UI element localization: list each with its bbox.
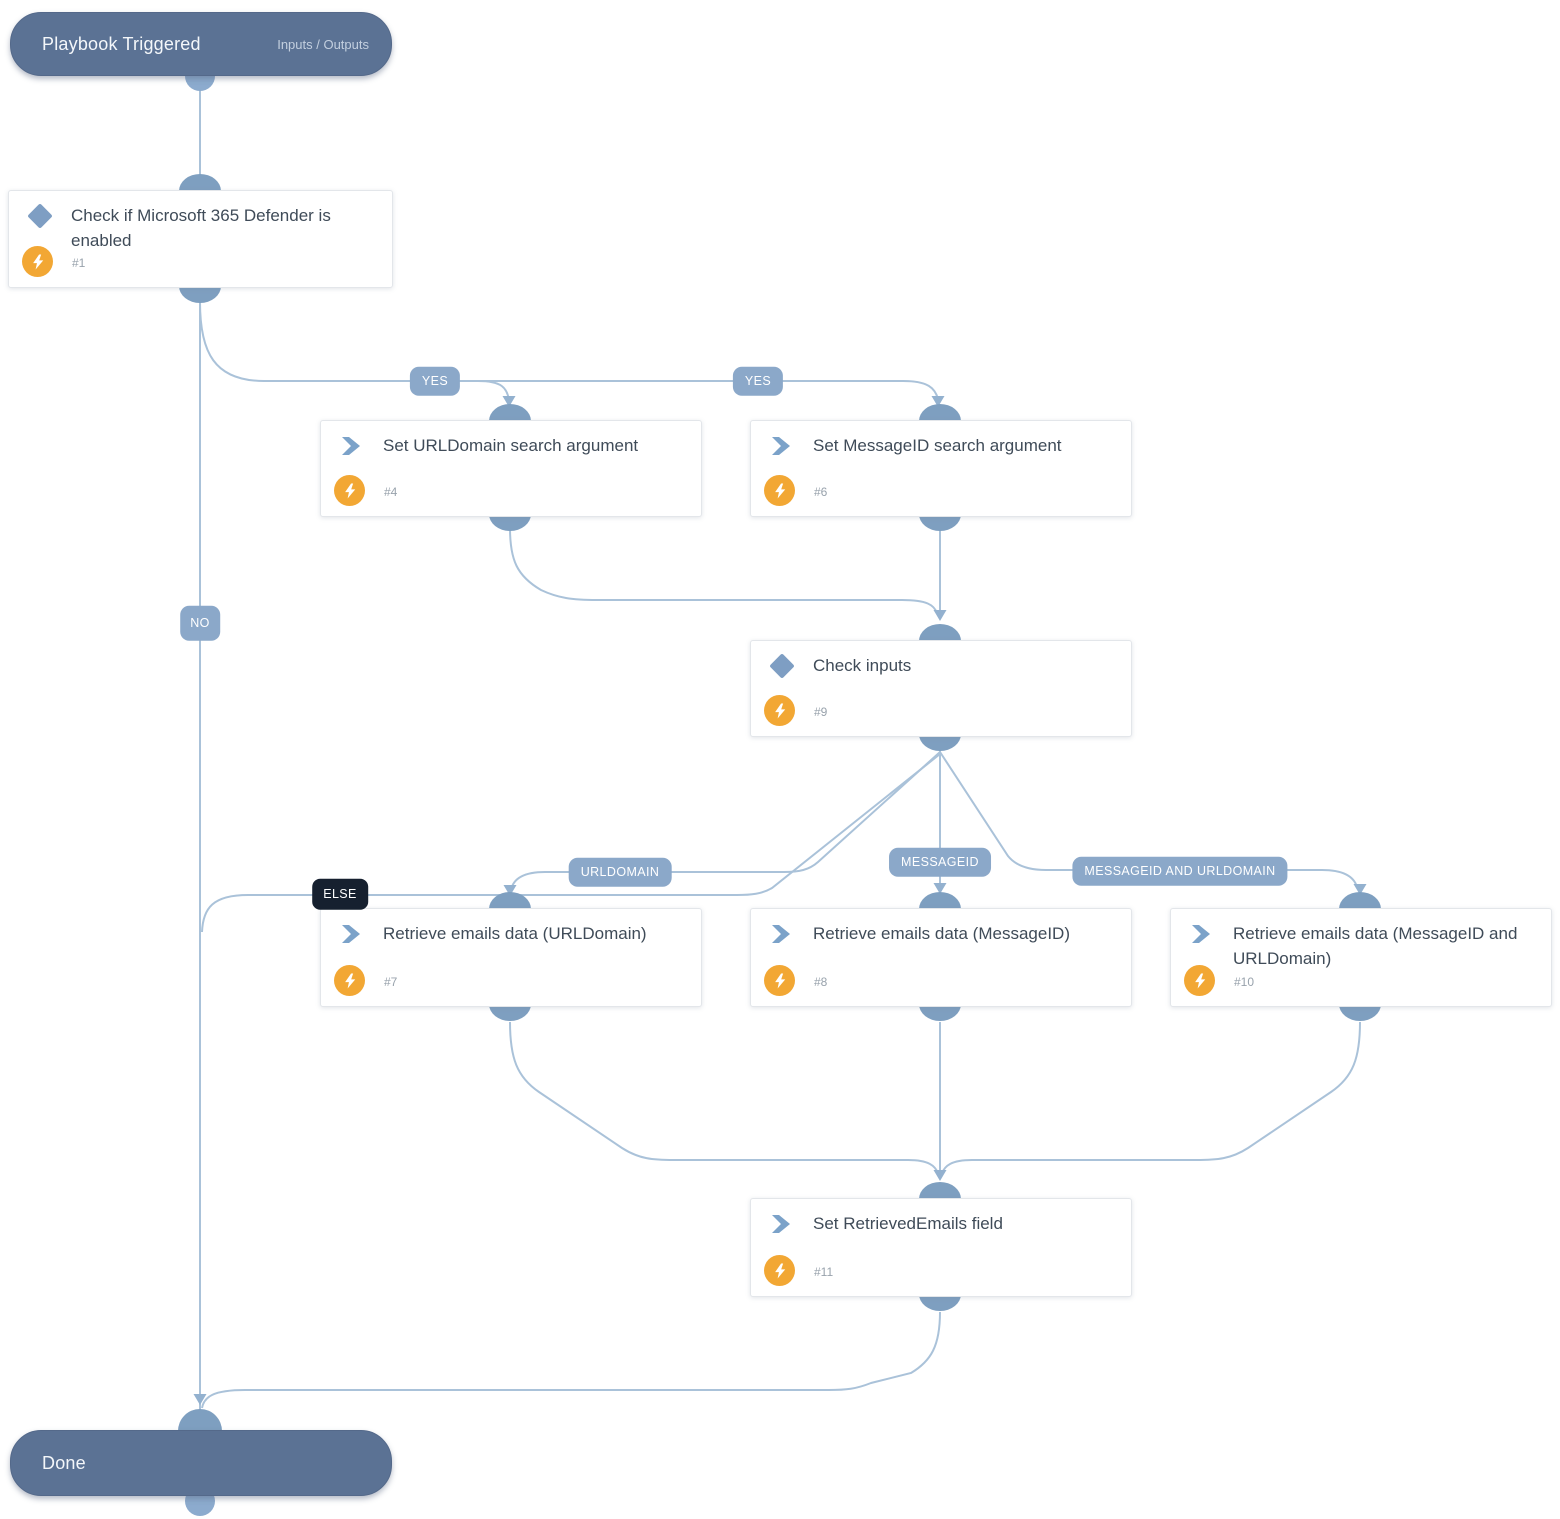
condition-icon [27, 203, 53, 229]
task-id: #4 [384, 485, 398, 499]
task-check-defender[interactable]: Check if Microsoft 365 Defender is enabl… [8, 190, 393, 288]
task-chevron-icon [339, 922, 363, 946]
task-chevron-icon [769, 922, 793, 946]
lightning-icon [1184, 965, 1215, 996]
task-id: #11 [814, 1265, 834, 1279]
task-set-retrievedemails-field[interactable]: Set RetrievedEmails field #11 [750, 1198, 1132, 1297]
lightning-icon [334, 965, 365, 996]
task-chevron-icon [339, 434, 363, 458]
task-id: #7 [384, 975, 398, 989]
task-title: Retrieve emails data (URLDomain) [383, 924, 647, 943]
task-title: Check if Microsoft 365 Defender is enabl… [71, 206, 331, 250]
arrowhead-icons [193, 396, 1367, 1405]
task-title: Retrieve emails data (MessageID and URLD… [1233, 924, 1518, 968]
done-node: Done [10, 1430, 392, 1496]
task-title: Retrieve emails data (MessageID) [813, 924, 1070, 943]
branch-label-urldomain: URLDOMAIN [568, 857, 672, 887]
task-id: #10 [1234, 975, 1255, 989]
lightning-icon [764, 1255, 795, 1286]
task-title: Set MessageID search argument [813, 436, 1062, 455]
task-title: Set RetrievedEmails field [813, 1214, 1003, 1233]
task-retrieve-emails-messageid[interactable]: Retrieve emails data (MessageID) #8 [750, 908, 1132, 1007]
task-chevron-icon [769, 1212, 793, 1236]
task-retrieve-emails-urldomain[interactable]: Retrieve emails data (URLDomain) #7 [320, 908, 702, 1007]
lightning-icon [764, 475, 795, 506]
lightning-icon [764, 695, 795, 726]
playbook-triggered-title: Playbook Triggered [42, 33, 201, 54]
branch-label-yes-left: YES [409, 366, 461, 396]
task-id: #1 [72, 256, 86, 270]
task-set-messageid-argument[interactable]: Set MessageID search argument #6 [750, 420, 1132, 517]
task-id: #6 [814, 485, 828, 499]
branch-label-yes-right: YES [732, 366, 784, 396]
task-id: #9 [814, 705, 828, 719]
task-title: Set URLDomain search argument [383, 436, 639, 455]
lightning-icon [22, 246, 53, 277]
lightning-icon [334, 475, 365, 506]
branch-label-else: ELSE [312, 878, 368, 910]
condition-icon [769, 653, 795, 679]
task-title: Check inputs [813, 656, 912, 675]
task-set-urldomain-argument[interactable]: Set URLDomain search argument #4 [320, 420, 702, 517]
branch-label-no: NO [180, 605, 220, 641]
inputs-outputs-link[interactable]: Inputs / Outputs [277, 36, 369, 52]
playbook-triggered-node[interactable]: Playbook Triggered Inputs / Outputs [10, 12, 392, 76]
branch-label-messageid: MESSAGEID [889, 847, 991, 877]
task-retrieve-emails-messageid-and-urldomain[interactable]: Retrieve emails data (MessageID and URLD… [1170, 908, 1552, 1007]
task-chevron-icon [1189, 922, 1213, 946]
lightning-icon [764, 965, 795, 996]
task-id: #8 [814, 975, 828, 989]
done-title: Done [42, 1452, 86, 1473]
task-check-inputs[interactable]: Check inputs #9 [750, 640, 1132, 737]
task-chevron-icon [769, 434, 793, 458]
branch-label-messageid-and-urldomain: MESSAGEID AND URLDOMAIN [1072, 856, 1288, 886]
